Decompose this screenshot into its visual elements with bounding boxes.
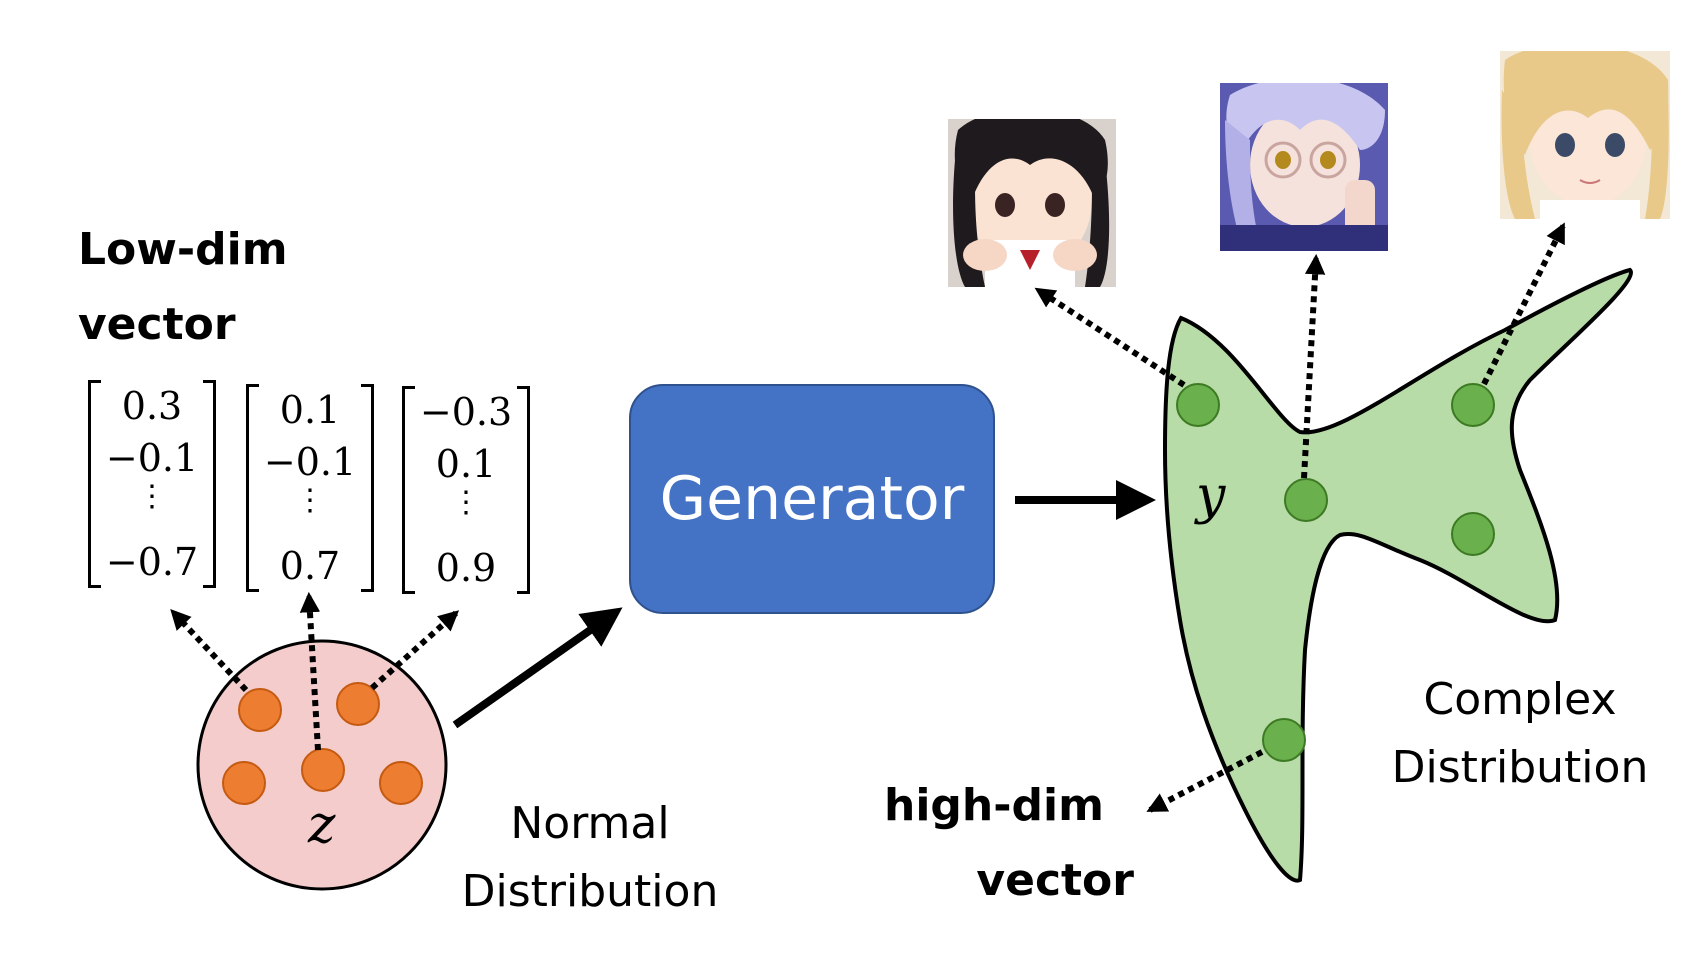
complex-sample-points — [1176, 383, 1495, 762]
dotted-arrow — [370, 610, 460, 691]
sample-point — [379, 761, 423, 805]
vector-entry: 0.7 — [279, 544, 341, 588]
dotted-arrow — [1034, 287, 1186, 388]
sample-point — [1262, 718, 1306, 762]
sample-point — [1176, 383, 1220, 427]
vector-entry: −0.3 — [419, 390, 513, 434]
z-variable-label: z — [308, 795, 336, 855]
left-bracket — [88, 380, 101, 588]
dotted-arrow — [1481, 222, 1566, 386]
y-variable-label: y — [1196, 466, 1226, 526]
anime-face-image-3 — [1500, 51, 1670, 219]
high-dim-label: high-dim vector — [884, 768, 1134, 918]
vector-entry: −0.1 — [263, 440, 357, 484]
low-dim-label-line-2: vector — [78, 299, 236, 350]
high-dim-label-line-1: high-dim — [884, 780, 1104, 831]
anime-face-image-1 — [948, 119, 1116, 287]
normal-distribution-label: Normal Distribution — [440, 790, 740, 926]
low-dim-label: Low-dim vector — [78, 212, 288, 362]
generator-label: Generator — [659, 464, 965, 534]
normal-sample-points — [222, 682, 423, 805]
vector-entry: −0.7 — [105, 540, 199, 584]
dotted-arrow — [299, 591, 321, 751]
sample-point — [222, 761, 266, 805]
low-dim-vector-2: 0.1 −0.1 ⋮ 0.7 — [246, 384, 374, 592]
vector-entry: 0.1 — [435, 442, 497, 486]
vector-ellipsis: ⋮ — [137, 479, 167, 514]
normal-label-line-1: Normal — [510, 798, 670, 849]
complex-label-line-1: Complex — [1423, 674, 1617, 725]
generator-box: Generator — [629, 384, 995, 614]
normal-label-line-2: Distribution — [461, 866, 719, 917]
sample-point — [301, 748, 345, 792]
vector-entry: 0.9 — [435, 546, 497, 590]
left-bracket — [402, 386, 415, 594]
high-dim-label-line-2: vector — [976, 855, 1134, 906]
low-dim-vector-1: 0.3 −0.1 ⋮ −0.7 — [88, 380, 216, 588]
complex-label-line-2: Distribution — [1391, 742, 1649, 793]
sample-point — [1284, 478, 1328, 522]
vector-entry: −0.1 — [105, 436, 199, 480]
arrow-to-generator — [452, 607, 623, 729]
vector-entry: 0.3 — [121, 384, 183, 428]
anime-face-image-2 — [1220, 83, 1388, 251]
complex-distribution-label: Complex Distribution — [1370, 666, 1670, 802]
right-bracket — [361, 384, 374, 592]
sample-point — [1451, 383, 1495, 427]
sample-point — [1451, 512, 1495, 556]
left-bracket — [246, 384, 259, 592]
vector-entry: 0.1 — [279, 388, 341, 432]
vector-ellipsis: ⋮ — [451, 485, 481, 520]
right-bracket — [517, 386, 530, 594]
low-dim-label-line-1: Low-dim — [78, 224, 288, 275]
sample-point — [336, 682, 380, 726]
right-bracket — [203, 380, 216, 588]
sample-point — [238, 688, 282, 732]
dotted-arrow — [1301, 253, 1326, 479]
low-dim-vector-3: −0.3 0.1 ⋮ 0.9 — [402, 386, 530, 594]
vector-ellipsis: ⋮ — [295, 483, 325, 518]
dotted-arrow — [170, 609, 249, 693]
